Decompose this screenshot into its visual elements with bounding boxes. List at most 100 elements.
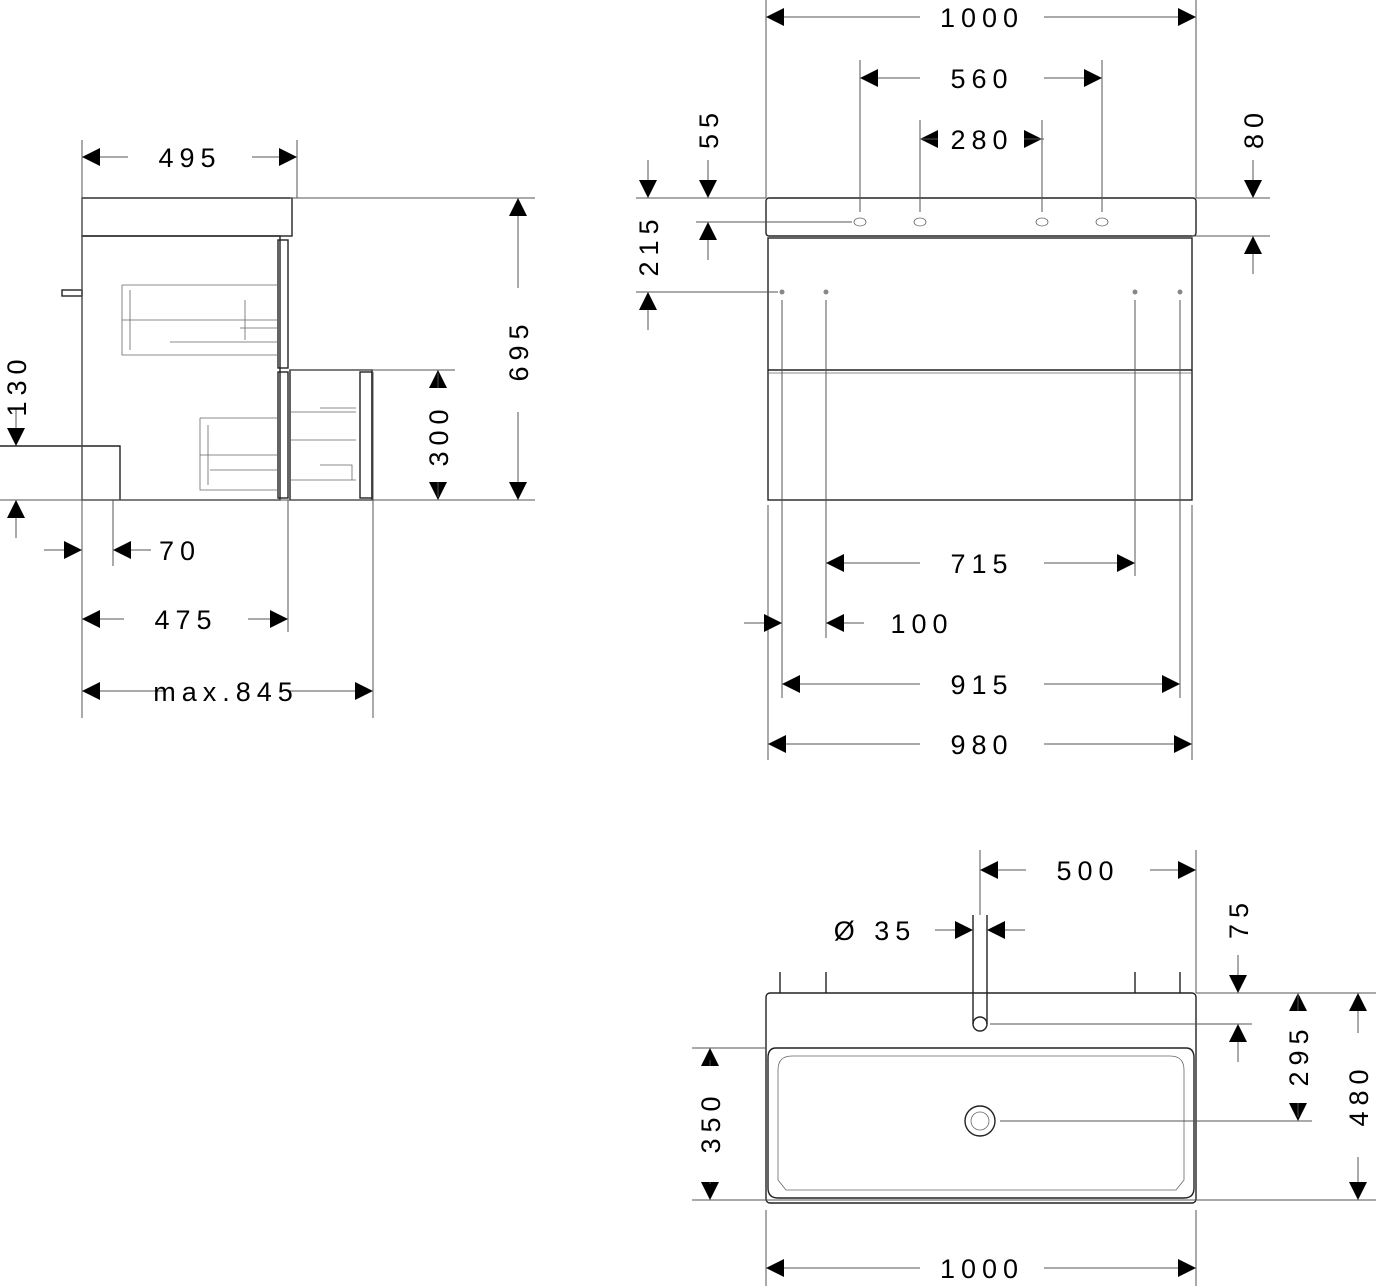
countertop-front <box>765 197 1197 237</box>
dim-top-thickness: 80 <box>1239 107 1269 274</box>
arrowhead <box>509 482 527 500</box>
dimension-label: 70 <box>159 536 201 566</box>
wall-outline <box>0 445 121 500</box>
dimension-label: 480 <box>1344 1063 1374 1126</box>
basin-rim <box>767 1047 1195 1199</box>
arrowhead <box>509 198 527 216</box>
dimension-label: 500 <box>1056 856 1119 886</box>
arrowhead <box>1174 735 1192 753</box>
dimension-label: 295 <box>1284 1023 1314 1086</box>
arrowhead <box>980 861 998 879</box>
dim-floor-clearance: 130 <box>2 353 32 538</box>
arrowhead <box>955 921 973 939</box>
arrowhead <box>1229 1024 1247 1042</box>
dim-body-width: 980 <box>768 730 1192 760</box>
arrowhead <box>1349 993 1367 1011</box>
dimension-label: 475 <box>154 605 217 635</box>
dim-tap-diameter: Ø 35 <box>834 916 1025 946</box>
upper-drawer-front <box>277 239 289 369</box>
tap-pipe <box>972 915 988 1024</box>
dimension-label: 215 <box>634 213 664 276</box>
arrowhead <box>699 180 717 198</box>
dimension-label: 560 <box>950 64 1013 94</box>
side-extension-lines <box>0 140 535 718</box>
arrowhead <box>1244 236 1262 254</box>
dim-mount-spacing: 715 <box>826 549 1135 579</box>
drain <box>964 1105 996 1137</box>
tap-hole <box>972 1016 988 1032</box>
arrowhead <box>279 148 297 166</box>
arrowhead <box>860 69 878 87</box>
arrowhead <box>1178 1259 1196 1277</box>
dim-mount-height: 215 <box>634 160 664 330</box>
dim-side-width: 495 <box>82 143 297 173</box>
dim-hole-height: 55 <box>694 107 724 260</box>
arrowhead <box>701 1048 719 1066</box>
lower-drawer-internals <box>199 407 356 491</box>
dimension-label: 695 <box>504 318 534 381</box>
arrowhead <box>701 1182 719 1200</box>
arrowhead <box>82 148 100 166</box>
basin-outline <box>765 992 1197 1204</box>
countertop-side <box>81 197 293 237</box>
arrowhead <box>639 292 657 310</box>
arrowhead <box>64 541 82 559</box>
cabinet-body-front <box>767 237 1193 501</box>
arrowhead <box>764 614 782 632</box>
wall-brackets <box>779 972 1181 993</box>
dimension-label: 915 <box>950 670 1013 700</box>
arrowhead <box>7 428 25 446</box>
dim-tap-holes-inner: 280 <box>920 125 1044 155</box>
mount-points <box>779 289 1183 295</box>
arrowhead <box>1244 180 1262 198</box>
arrowhead <box>7 500 25 518</box>
drawer-front-open <box>359 371 373 499</box>
dim-bowl-depth: 350 <box>696 1048 726 1200</box>
arrowhead <box>1162 675 1180 693</box>
dimension-label: 280 <box>950 125 1013 155</box>
dimension-label: Ø 35 <box>834 916 917 946</box>
tap-holes <box>853 217 1109 227</box>
front-view <box>636 0 1270 760</box>
arrowhead <box>270 610 288 628</box>
drain-inner <box>970 1111 990 1131</box>
dimension-label: 130 <box>2 353 32 416</box>
dim-front-width: 1000 <box>766 3 1196 33</box>
cabinet-body-side <box>81 235 281 501</box>
upper-drawer-internals <box>121 284 278 356</box>
dimension-label: 75 <box>1224 897 1254 939</box>
arrowhead <box>782 675 800 693</box>
arrowhead <box>355 682 373 700</box>
dim-side-height: 695 <box>504 198 534 500</box>
dimension-label: 55 <box>694 107 724 149</box>
arrowhead <box>766 8 784 26</box>
arrowhead <box>1349 1182 1367 1200</box>
side-view <box>0 140 535 718</box>
front-extension-lines <box>636 0 1270 760</box>
arrowhead <box>699 222 717 240</box>
dim-tap-depth: 75 <box>1224 897 1254 1062</box>
arrowhead <box>1084 69 1102 87</box>
dimension-label: 1000 <box>940 1254 1024 1284</box>
lower-drawer-front-closed <box>277 371 289 499</box>
dim-total-depth: 480 <box>1344 993 1374 1200</box>
arrowhead <box>987 921 1005 939</box>
dim-drawer-open-depth: max.845 <box>82 677 373 707</box>
top-extension-lines <box>692 850 1376 1286</box>
dimension-label: 350 <box>696 1090 726 1153</box>
arrowhead <box>1229 975 1247 993</box>
top-view <box>692 850 1376 1286</box>
arrowhead <box>1117 554 1135 572</box>
dim-bottom-width: 1000 <box>766 1254 1196 1284</box>
dimension-label: 495 <box>158 143 221 173</box>
arrowhead <box>766 1259 784 1277</box>
dim-tap-center: 500 <box>980 856 1196 886</box>
dim-tap-holes-outer: 560 <box>860 64 1102 94</box>
dimension-label: 715 <box>950 549 1013 579</box>
dimension-label: 1000 <box>940 3 1024 33</box>
dimensions: 49569530013070475max.8451000560280552158… <box>2 3 1374 1284</box>
siphon-stub <box>61 289 83 297</box>
dim-inner-width: 915 <box>782 670 1180 700</box>
arrowhead <box>1178 861 1196 879</box>
